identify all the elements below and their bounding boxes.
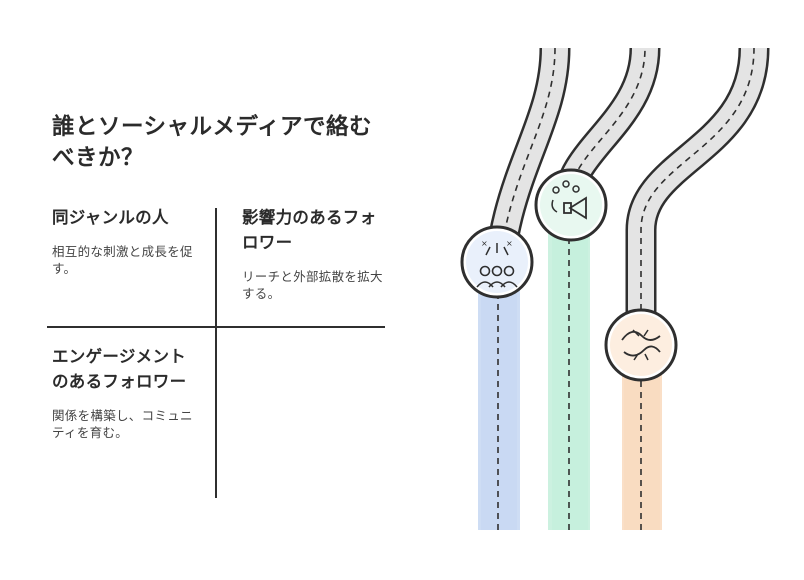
vertical-divider [215, 208, 217, 498]
road-right [624, 47, 770, 530]
quadrant-description: リーチと外部拡散を拡大する。 [242, 268, 383, 302]
quadrant-heading: エンゲージメントのあるフォロワー [52, 347, 187, 391]
quadrant-engaged-followers: エンゲージメントのあるフォロワー 関係を構築し、コミュニティを育む。 [52, 345, 202, 442]
audience-icon: × × [460, 225, 534, 299]
svg-text:×: × [481, 239, 488, 248]
quadrant-description: 関係を構築し、コミュニティを育む。 [52, 407, 193, 441]
quadrant-same-genre: 同ジャンルの人 相互的な刺激と成長を促す。 [52, 206, 202, 278]
quadrant-heading: 同ジャンルの人 [52, 208, 169, 227]
quadrant-heading: 影響力のあるフォロワー [242, 208, 377, 252]
quadrant-description: 相互的な刺激と成長を促す。 [52, 243, 193, 277]
megaphone-icon [534, 168, 608, 242]
svg-text:×: × [506, 239, 513, 248]
handshake-icon [604, 308, 678, 382]
quadrant-influential-followers: 影響力のあるフォロワー リーチと外部拡散を拡大する。 [242, 206, 392, 303]
page-title: 誰とソーシャルメディアで絡むべきか？ [52, 114, 372, 172]
horizontal-divider [47, 326, 385, 328]
